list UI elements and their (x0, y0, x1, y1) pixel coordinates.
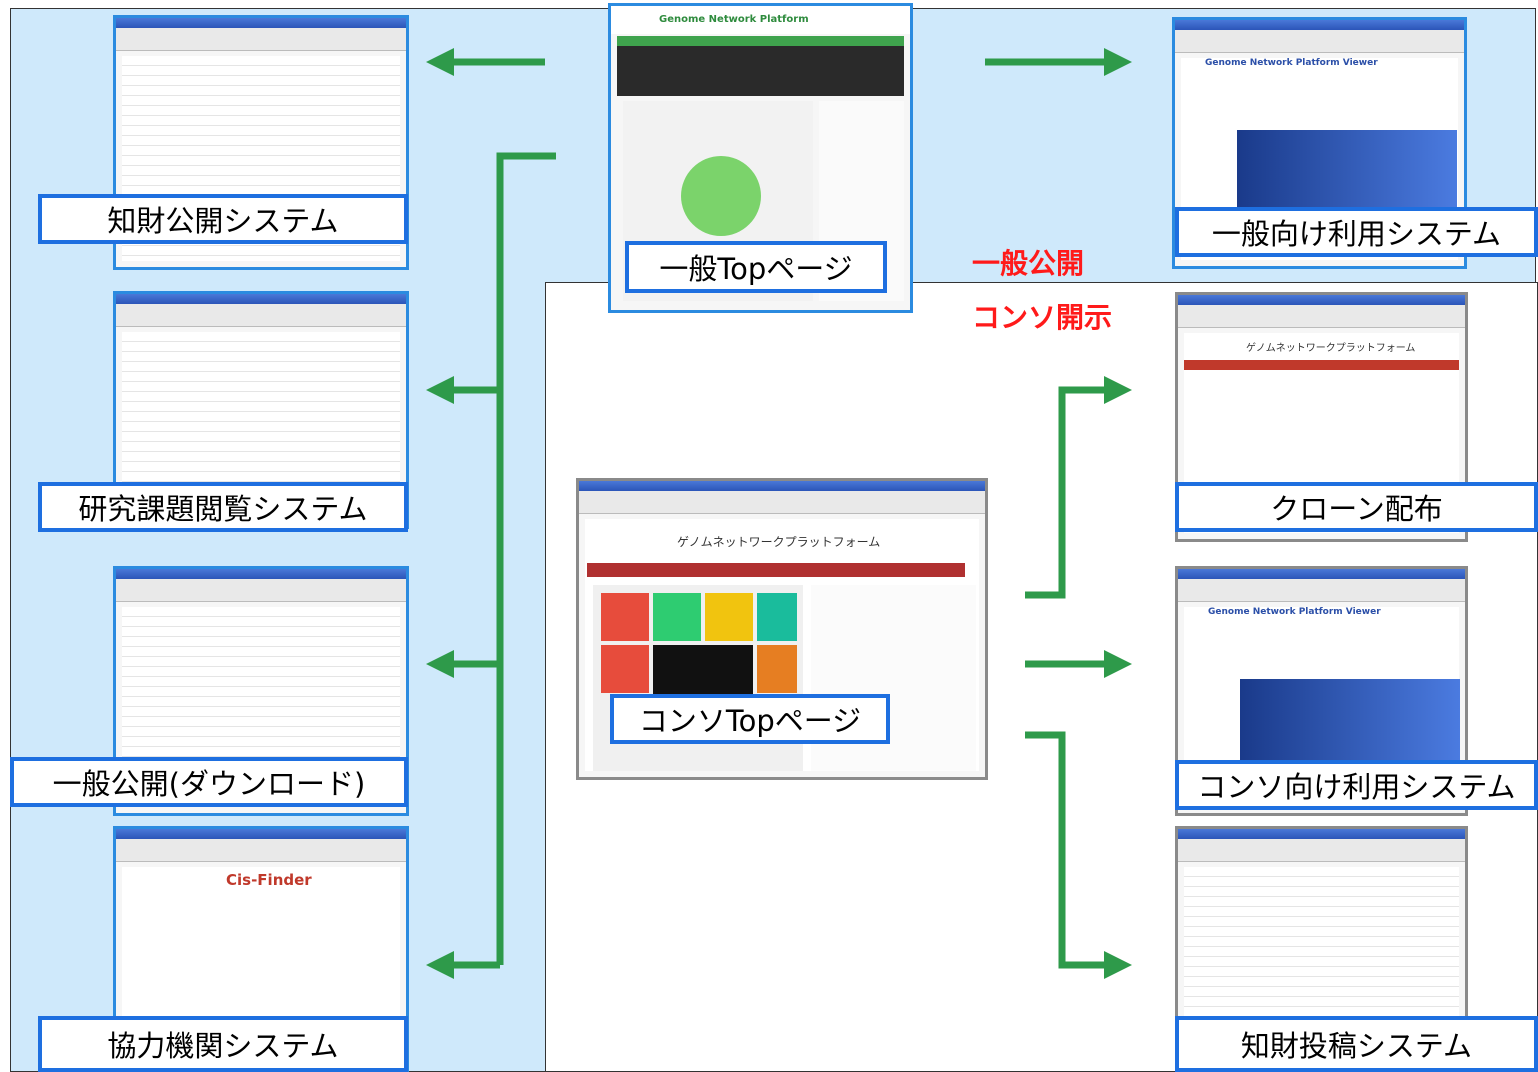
label-public-download: 一般公開(ダウンロード) (10, 757, 408, 807)
arrow-to-clone (1025, 376, 1132, 599)
label-clone: クローン配布 (1175, 482, 1538, 532)
label-general-top: 一般Topページ (625, 241, 887, 293)
cis-finder-title: Cis-Finder (226, 871, 312, 889)
viewer-title-2: Genome Network Platform Viewer (1208, 607, 1381, 617)
label-research-browse: 研究課題閲覧システム (38, 482, 408, 532)
label-partner: 協力機関システム (38, 1016, 408, 1072)
consortium-title-clone: ゲノムネットワークプラットフォーム (1246, 343, 1416, 354)
label-general-use: 一般向け利用システム (1175, 207, 1538, 257)
label-ip-submit: 知財投稿システム (1175, 1016, 1538, 1072)
viewer-title-1: Genome Network Platform Viewer (1205, 58, 1378, 68)
arrow-to-ip-submit (1025, 731, 1132, 979)
consortium-title: ゲノムネットワークプラットフォーム (677, 535, 881, 549)
label-consortium-use: コンソ向け利用システム (1175, 760, 1538, 810)
trunk-left (496, 152, 556, 965)
label-consortium-top: コンソTopページ (610, 694, 890, 744)
label-ip-public: 知財公開システム (38, 194, 408, 244)
platform-title: Genome Network Platform (659, 14, 809, 25)
zone-public-label: 一般公開 (972, 247, 1085, 280)
zone-consortium-label: コンソ開示 (972, 301, 1113, 334)
